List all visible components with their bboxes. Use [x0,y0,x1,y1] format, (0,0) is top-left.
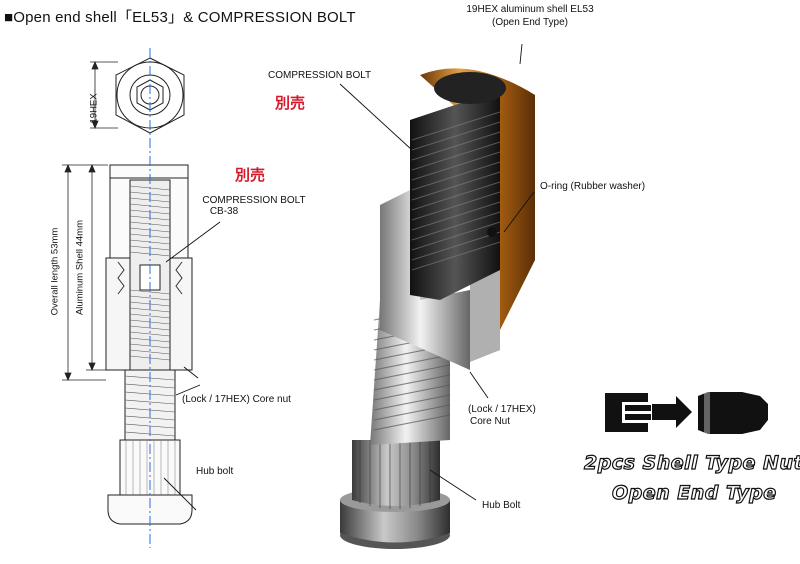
overall-length-label: Overall length 53mm [49,227,61,316]
side-section-view [105,164,193,525]
badge-line2: Open End Type [611,481,777,504]
badge-line1: 2pcs Shell Type Nut [583,451,800,474]
compression-bolt-code-label: CB-38 [209,206,239,217]
hex-dimension [90,60,118,130]
left-leaders [163,221,221,511]
shell-length-label: Aluminum Shell 44mm [74,219,86,316]
core-nut-label-right-line1: (Lock / 17HEX) [468,404,536,415]
hub-bolt-label-left: Hub bolt [196,466,234,477]
core-nut-label-right-line2: Core Nut [470,416,511,427]
shell-length-dimension [86,163,108,372]
hub-bolt-label-right: Hub Bolt [482,500,521,511]
hex-dimension-label: 19HEX [88,93,100,124]
right-leaders [339,43,535,501]
sold-separately-note-left: 別売 [235,166,266,184]
shell-type-icon [605,392,768,434]
core-nut-label-left: (Lock / 17HEX) Core nut [182,394,291,405]
overall-length-dimension [62,163,108,382]
oring-label: O-ring (Rubber washer) [540,181,646,192]
shell-label-line2: (Open End Type) [492,17,568,28]
render-illustration [340,68,535,549]
page-title: ■Open end shell「EL53」& COMPRESSION BOLT [4,9,356,26]
sold-separately-note-right: 別売 [275,94,306,112]
shell-label-line1: 19HEX aluminum shell EL53 [466,4,594,15]
compression-bolt-label-left: COMPRESSION BOLT [202,195,306,206]
compression-bolt-label-right: COMPRESSION BOLT [268,70,372,81]
